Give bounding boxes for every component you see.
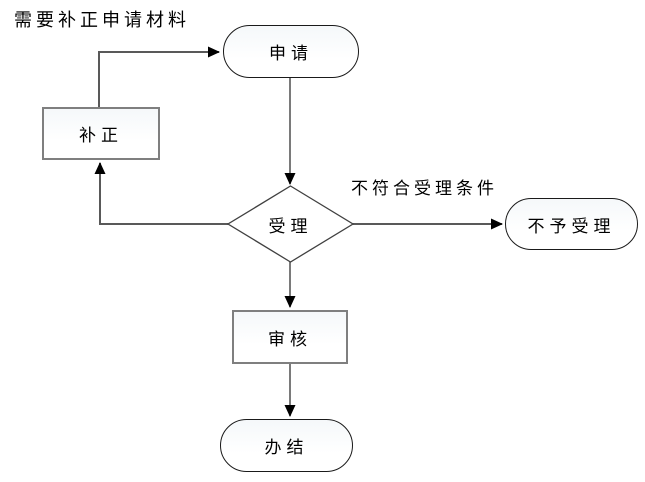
supplement-note-label: 需要补正申请材料 [14, 10, 190, 30]
node-accept: 受理 [228, 206, 353, 242]
node-complete: 办结 [220, 419, 353, 472]
node-review-label: 审核 [268, 329, 312, 349]
node-complete-label: 办结 [264, 438, 309, 457]
node-not-accepted: 不予受理 [505, 198, 638, 250]
node-apply: 申请 [223, 25, 359, 78]
connector-supplement-to-apply [98, 46, 220, 107]
accept-diamond-shape [226, 185, 355, 263]
connector-accept-to-supplement [94, 162, 228, 225]
node-supplement-label: 补正 [79, 126, 123, 145]
node-supplement: 补正 [42, 107, 160, 160]
node-not-accepted-label: 不予受理 [527, 216, 616, 236]
node-apply-label: 申请 [269, 44, 313, 63]
branch-condition-label: 不符合受理条件 [351, 179, 498, 198]
node-review: 审核 [232, 310, 348, 364]
node-accept-label: 受理 [268, 216, 313, 236]
